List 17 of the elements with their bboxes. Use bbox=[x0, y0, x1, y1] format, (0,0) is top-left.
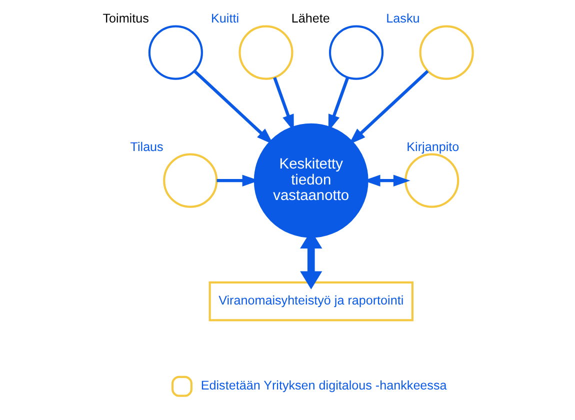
node-circle bbox=[328, 25, 384, 80]
arrow bbox=[348, 70, 429, 144]
node-label: Kuitti bbox=[211, 12, 240, 26]
node-circle bbox=[238, 25, 294, 80]
node-circle bbox=[163, 153, 218, 208]
arrow bbox=[193, 70, 274, 144]
node-label: Toimitus bbox=[102, 12, 149, 26]
node-circle: Keskitetty tiedon vastaanotto bbox=[254, 123, 368, 238]
node-circle bbox=[404, 153, 460, 208]
node-label: Lähete bbox=[291, 12, 330, 26]
node-box: Viranomaisyhteistyö ja raportointi bbox=[208, 281, 414, 322]
node-circle bbox=[148, 25, 203, 80]
node-label: Tilaus bbox=[130, 140, 164, 154]
node-label: Kirjanpito bbox=[406, 140, 460, 154]
node-circle bbox=[419, 25, 474, 80]
legend-label: Edistetään Yrityksen digitalous -hankkeessa bbox=[200, 378, 447, 393]
node-label: Lasku bbox=[386, 12, 420, 26]
